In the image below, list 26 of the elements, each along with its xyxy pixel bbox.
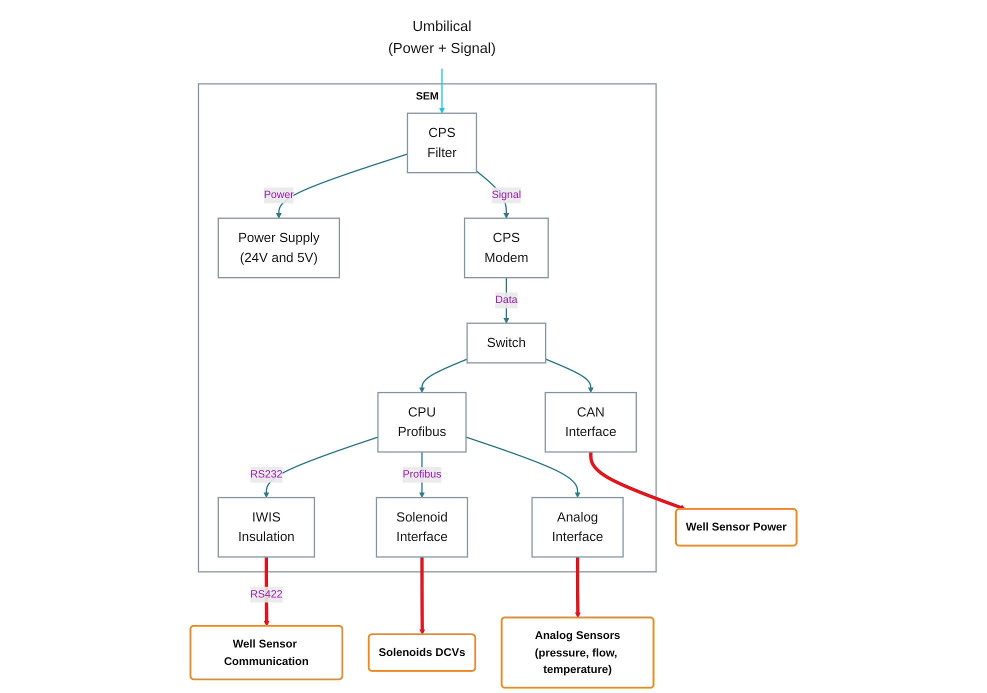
node-box: IWIS Insulation [218,496,316,558]
node-box: CPU Profibus [377,392,467,453]
edge-label: Data [495,294,518,306]
edge-label: Signal [492,190,522,201]
arrow [419,556,426,635]
arrow [574,556,581,618]
node-box: Solenoid Interface [376,496,468,558]
arrow [419,358,468,393]
arrow [263,436,378,498]
node-text: Umbilical (Power + Signal) [388,18,496,56]
arrow [503,278,510,324]
edge-label: RS422 [250,588,283,600]
arrow [439,68,445,114]
edge-label: Power [264,190,294,201]
node-box: Power Supply (24V and 5V) [218,218,340,278]
arrow [276,153,408,218]
arrow [589,452,686,510]
edge-label: RS232 [250,468,283,480]
edge-label: Profibus [402,468,442,480]
arrow [545,358,594,393]
node-box: CAN Interface [544,392,637,453]
arrow [466,436,580,498]
node-box: Analog Interface [531,496,624,558]
node-box: Switch [466,322,546,364]
node-box: CPS Modem [464,218,549,278]
node-box: CPS Filter [406,112,478,174]
